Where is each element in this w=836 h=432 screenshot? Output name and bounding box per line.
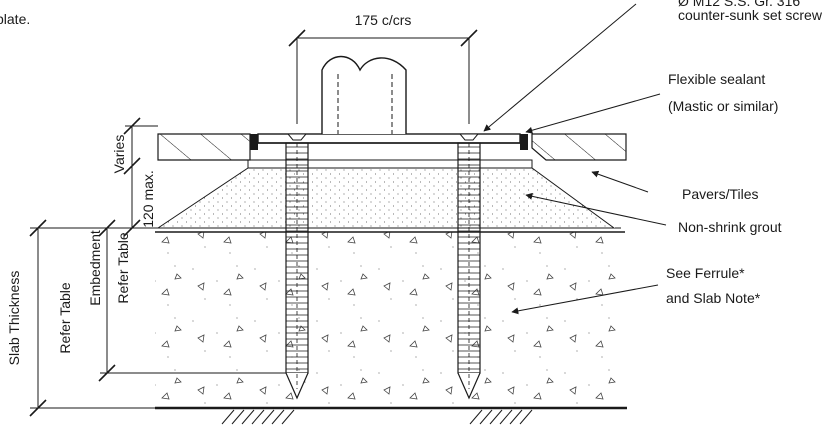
sealant-label-line1: Flexible sealant [668, 71, 765, 87]
anchor-bolt-right [457, 133, 481, 400]
varies-label: Varies [111, 135, 127, 174]
ferrule-label-line2: and Slab Note* [666, 290, 761, 306]
sealant-joint-left [250, 134, 258, 150]
slab-thickness-label: Slab Thickness [6, 271, 22, 366]
leader-lines [483, 3, 667, 315]
anchor-bolt-left [285, 133, 309, 400]
max-120-label: 120 max. [140, 170, 156, 228]
sealant-joint-right [520, 134, 528, 150]
embedment-refer-table-label: Refer Table [115, 232, 131, 304]
paver-left [157, 133, 251, 161]
left-dimensions [29, 117, 286, 417]
screw-spec-label-line1: Ø M12 S.S. Gr. 316 [678, 0, 800, 9]
concrete-slab [155, 232, 625, 408]
sealant-label-line2: (Mastic or similar) [668, 98, 778, 114]
pavers-label: Pavers/Tiles [682, 186, 759, 202]
ferrule-label-line1: See Ferrule* [666, 265, 745, 281]
embedment-label: Embedment [87, 230, 103, 306]
post [321, 55, 407, 134]
screw-spec-label-line2: counter-sunk set screw [678, 7, 823, 23]
slab-refer-table-label: Refer Table [57, 282, 73, 354]
ground-hatch [221, 409, 533, 425]
grout-label: Non-shrink grout [678, 219, 782, 235]
plate-label-fragment: plate. [0, 11, 30, 27]
grout-bed [156, 167, 616, 229]
spacing-dimension [288, 29, 478, 124]
paver-right [531, 133, 627, 161]
spacing-label: 175 c/crs [355, 12, 412, 28]
